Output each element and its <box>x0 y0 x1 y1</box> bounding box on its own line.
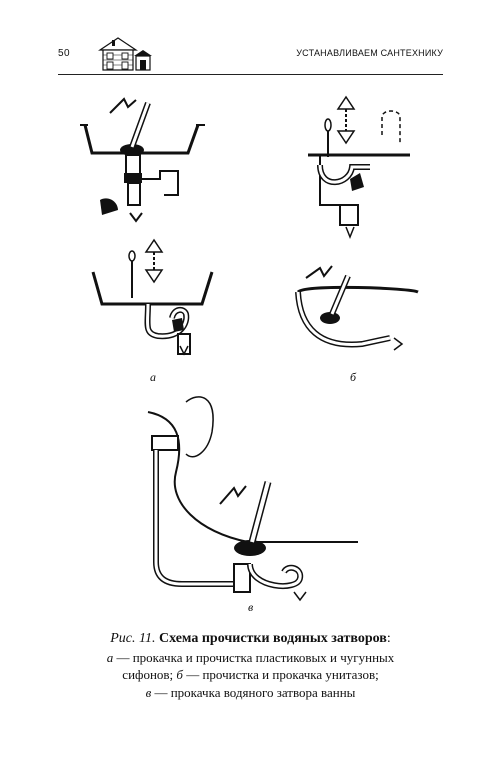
label-b: б <box>350 370 357 384</box>
figure-a-bottom-sink <box>91 238 214 356</box>
figure-v-bathtub <box>147 396 358 602</box>
header-rule <box>58 74 443 75</box>
caption-line-1: а — прокачка и прочистка пластиковых и ч… <box>40 649 461 667</box>
figure-caption: Рис. 11. Схема прочистки водяных затворо… <box>40 630 461 702</box>
page-number: 50 <box>58 48 71 59</box>
figure-b-bottom-toilet <box>295 265 419 351</box>
label-a: а <box>150 370 156 384</box>
caption-line3-text: — прокачка водяного затвора ванны <box>151 684 356 700</box>
figure-b-top-toilet <box>308 95 410 240</box>
house-icon <box>98 37 152 71</box>
caption-title-end: : <box>386 631 391 646</box>
caption-line2-start: сифонов; <box>122 667 177 683</box>
caption-line1-text: — прокачка и прочистка пластиковых и чуг… <box>113 649 395 665</box>
running-title: УСТАНАВЛИВАЕМ САНТЕХНИКУ <box>296 48 443 58</box>
caption-line-3: в — прокачка водяного затвора ванны <box>40 684 461 702</box>
caption-prefix: Рис. 11. <box>110 631 156 646</box>
caption-title-line: Рис. 11. Схема прочистки водяных затворо… <box>40 630 461 649</box>
caption-line1-letter: а <box>106 649 114 665</box>
label-v: в <box>248 600 254 614</box>
caption-line2-letter: б <box>176 667 183 683</box>
caption-line-2: сифонов; б — прочистка и прокачка унитаз… <box>40 666 461 684</box>
caption-line3-letter: в <box>145 684 152 700</box>
caption-title: Схема прочистки водяных затворов <box>158 631 387 646</box>
caption-line2-text: — прочистка и прокачка унитазов; <box>182 667 379 683</box>
figure-a-top-sink <box>80 97 205 223</box>
